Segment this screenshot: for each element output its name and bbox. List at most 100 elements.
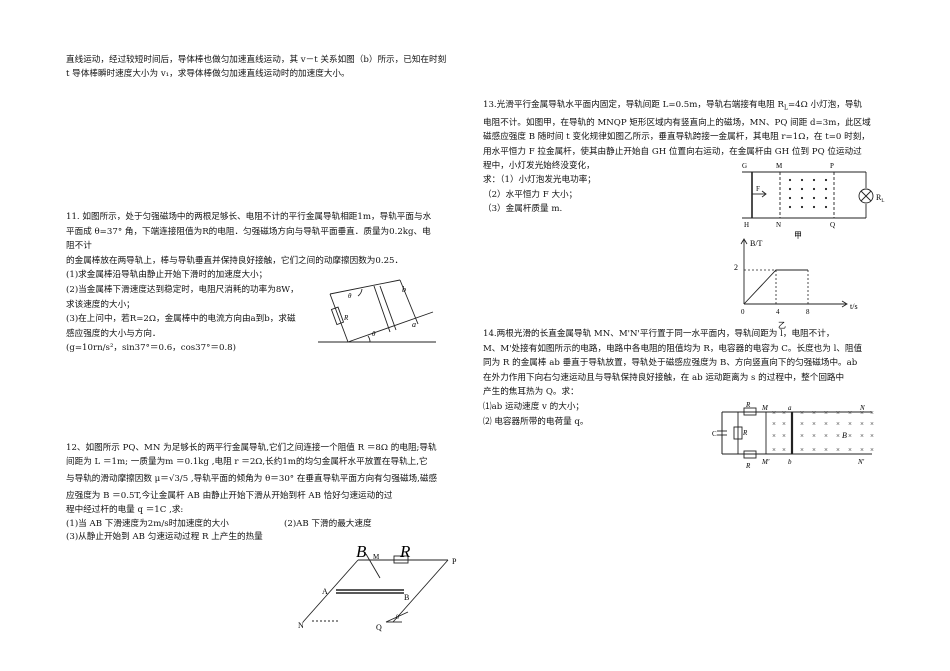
- field-cross-mark: ×: [848, 420, 852, 428]
- q14-line: 产生的焦耳热为 Q。求：: [483, 387, 579, 398]
- q13-line: 13.光滑平行金属导轨水平面内固定，导轨间距 L=0.5m，导轨右端接有电阻 R: [483, 100, 784, 110]
- q13-line1-sub: L: [783, 104, 788, 112]
- q14-fig-label-N: N: [859, 404, 865, 412]
- q12-line: 与导轨的滑动摩擦因数 μ＝√3/5 ,导轨平面的倾角为 θ＝30° 在垂直导轨平…: [66, 473, 438, 484]
- q11-fig-label-theta-top: θ: [348, 292, 352, 300]
- q11-fig-label-a: a: [412, 320, 416, 329]
- q12-figure: B R M P A B N Q θ: [298, 542, 457, 632]
- field-cross-mark: ×: [772, 446, 776, 454]
- field-cross-mark: ×: [782, 432, 786, 440]
- q13-chart-xtick: 8: [806, 308, 810, 316]
- q13-line: （2）水平恒力 F 大小；: [483, 189, 578, 200]
- q12-line: 间距为 L ＝1m; 一质量为m ＝0.1kg ,电阻 r ＝2Ω,长约1m的均…: [66, 457, 428, 468]
- q13-chart-xlabel: t/s: [850, 302, 858, 311]
- q13-chart-marks: [743, 269, 809, 305]
- field-cross-mark: ×: [824, 420, 828, 428]
- field-cross-mark: ×: [800, 446, 804, 454]
- field-cross-mark: ×: [772, 432, 776, 440]
- q12-line: (3)从静止开始到 AB 匀速运动过程 R 上产生的热量: [66, 532, 263, 543]
- q13-line: （3）金属杆质量 m.: [483, 203, 563, 214]
- field-cross-mark: ×: [836, 409, 840, 417]
- left-top-text: 直线运动，经过较短时间后，导体棒也做匀加速直线运动，其 v－t 关系如图（b）所…: [66, 54, 446, 81]
- field-cross-mark: ×: [848, 432, 852, 440]
- field-cross-mark: ×: [812, 446, 816, 454]
- field-cross-mark: ×: [800, 432, 804, 440]
- field-cross-mark: ×: [812, 409, 816, 417]
- q11-line: 感应强度的大小与方向．: [66, 328, 161, 339]
- q12-fig-label-theta: θ: [396, 615, 399, 621]
- q14-fig-label-M: M: [761, 404, 769, 412]
- field-cross-mark: ×: [860, 409, 864, 417]
- q13-fig-label-P: P: [830, 162, 834, 170]
- left-top-line: t 导体棒瞬时速度大小为 v₁，求导体棒做匀加速直线运动时的加速度大小。: [66, 68, 350, 79]
- field-cross-mark: ×: [848, 446, 852, 454]
- q13-figure-a: G M P H N Q F RL 甲: [742, 162, 884, 240]
- field-cross-mark: ×: [860, 420, 864, 428]
- q11-line: 求该速度的大小；: [66, 299, 135, 310]
- q14-line: 在外力作用下向右匀速运动且与导轨保持良好接触，在 ab 运动距离为 s 的过程中…: [483, 372, 845, 383]
- q11-line: 阻不计: [66, 241, 92, 252]
- q14-fig-label-C: C: [712, 430, 717, 438]
- field-cross-mark: ×: [800, 420, 804, 428]
- q13-fig-label-H: H: [744, 221, 749, 229]
- q12-line: 程中经过杆的电量 q ＝1C ,求:: [66, 504, 184, 515]
- q14-figure: ×××××××××××××××××××××××××××××××××××× C R…: [712, 401, 874, 470]
- field-cross-mark: ×: [782, 420, 786, 428]
- q11-line: (g=10rn/s²，sin37°＝0.6，cos37°＝0.8): [66, 343, 236, 354]
- q12-fig-label-Bpt: B: [404, 593, 409, 602]
- q13-fig-label-RL-main: R: [876, 193, 882, 202]
- q11-fig-label-b: b: [402, 285, 406, 294]
- q11-line: (2)当金属棒下滑速度达到稳定时，电阻尺消耗的功率为8W，: [66, 284, 299, 295]
- q11-fig-label-theta-bottom: θ: [372, 330, 376, 338]
- q13-fig-label-N: N: [776, 221, 781, 229]
- field-cross-mark: ×: [836, 446, 840, 454]
- field-cross-mark: ×: [836, 432, 840, 440]
- q13-fig-label-G: G: [742, 162, 747, 170]
- q14-fig-label-b: b: [788, 458, 792, 466]
- field-cross-mark: ×: [824, 432, 828, 440]
- q12-fig-label-A: A: [322, 587, 328, 596]
- q13-line: 用水平恒力 F 拉金属杆，使其由静止开始自 GH 位置向右运动，在金属杆由 GH…: [483, 146, 862, 157]
- q13-line: 磁感应强度 B 随时间 t 变化规律如图乙所示，垂直导轨跨接一金属杆，其电阻 r…: [483, 132, 870, 143]
- q14-fig-label-R2: R: [742, 429, 748, 437]
- q11-line: 平面成 θ=37° 角，下端连接阻值为R的电阻．匀强磁场方向与导轨平面垂直．质量…: [66, 226, 431, 237]
- q13-figure-b-chart: B/T t/s 2 0 4 8 乙: [734, 238, 858, 330]
- q13-line1-rest: =4Ω 小灯泡，导轨: [787, 100, 863, 110]
- field-cross-mark: ×: [870, 432, 874, 440]
- field-cross-mark: ×: [782, 409, 786, 417]
- field-cross-mark: ×: [836, 420, 840, 428]
- field-cross-mark: ×: [772, 409, 776, 417]
- q13-line: 求：（1）小灯泡发光电功率；: [483, 175, 596, 186]
- q13-line: 程中，小灯发光始终没变化，: [483, 160, 595, 171]
- q13-fig-label-M: M: [776, 162, 783, 170]
- q14-field-crosses: ××××××××××××××××××××××××××××××××××××: [772, 409, 874, 454]
- q11-fig-label-R: R: [343, 314, 349, 322]
- q13-chart-ytick: 2: [734, 263, 738, 272]
- field-cross-mark: ×: [860, 446, 864, 454]
- field-cross-mark: ×: [812, 432, 816, 440]
- q14-line: ⑵ 电容器所带的电荷量 q。: [483, 416, 589, 427]
- field-cross-mark: ×: [870, 420, 874, 428]
- q14-fig-label-Np: N': [857, 458, 865, 466]
- q12-fig-label-R: R: [399, 542, 411, 561]
- q13-chart-xtick: 4: [776, 308, 780, 316]
- q13-chart-xtick: 0: [741, 308, 745, 316]
- q12-fig-label-M: M: [373, 553, 380, 561]
- q14-line: 同为 R 的金属棒 ab 垂直于导轨放置，导轨处于磁感应强度为 B、方向竖直向下…: [483, 358, 858, 369]
- q14-line: 14.两根光滑的长直金属导轨 MN、M'N'平行置于同一水平面内，导轨间距为 l…: [483, 329, 835, 339]
- q13-fig-caption-b: 乙: [778, 321, 786, 330]
- field-cross-mark: ×: [824, 446, 828, 454]
- q11-figure: b a R θ θ: [318, 279, 436, 343]
- q11-line: (3)在上问中，若R=2Ω，金属棒中的电流方向由a到b，求磁: [66, 314, 296, 325]
- field-cross-mark: ×: [812, 420, 816, 428]
- q12-line: 应强度为 B ＝0.5T,今让金属杆 AB 由静止开始下滑从开始到杆 AB 恰好…: [66, 490, 393, 501]
- q13-line: 电阻不计。如图甲，在导轨的 MNQP 矩形区域内有竖直向上的磁场，MN、PQ 间…: [483, 118, 871, 129]
- q13-fig-label-RL-sub: L: [881, 199, 884, 204]
- q14-fig-label-R1: R: [745, 401, 751, 409]
- q14-line: M、M'处接有如图所示的电路，电路中各电阻的阻值均为 R，电容器的电容为 C。长…: [483, 343, 863, 354]
- q13-fig-caption-a: 甲: [794, 231, 802, 240]
- field-cross-mark: ×: [870, 446, 874, 454]
- q14-fig-label-Mp: M': [761, 458, 770, 466]
- q12-fig-label-Q: Q: [376, 623, 382, 632]
- q13-fig-label-Q: Q: [830, 221, 835, 229]
